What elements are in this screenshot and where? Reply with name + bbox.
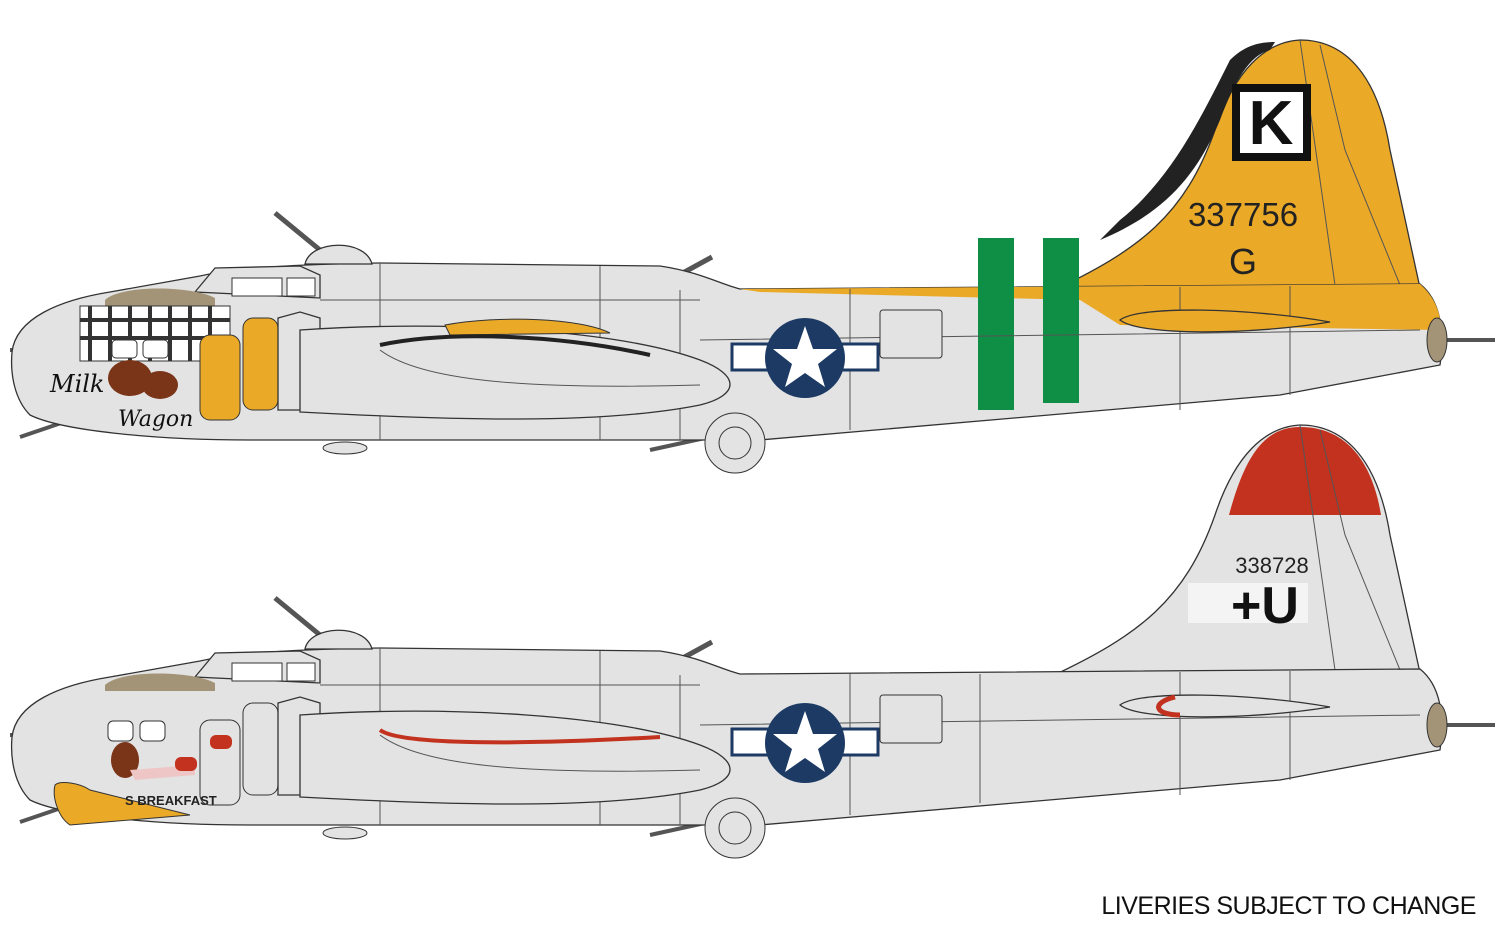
fuselage-band — [1043, 238, 1079, 403]
nose-art-text: Wagon — [118, 407, 193, 432]
national-insignia — [730, 318, 880, 398]
nose-art-text: Milk — [49, 370, 104, 398]
liveries-caption: LIVERIES SUBJECT TO CHANGE — [1101, 892, 1476, 920]
tail-serial: 337756 — [1188, 196, 1298, 233]
nose-art-text: S BREAKFAST — [125, 793, 217, 808]
nose-art-milk-wagon: Milk Wagon — [49, 360, 193, 432]
aircraft-bottom-breakfast: S BREAKFAST 338728 +U — [10, 424, 1495, 859]
tail-letter: K — [1249, 89, 1294, 158]
tail-code: +U — [1231, 577, 1299, 635]
tail-serial: 338728 — [1235, 553, 1308, 578]
national-insignia — [730, 703, 880, 783]
aircraft-top-milk-wagon: Milk Wagon K 337756 G — [10, 39, 1495, 474]
fuselage-band — [978, 238, 1014, 410]
tail-code: G — [1229, 241, 1257, 282]
nose-art-breakfast: S BREAKFAST — [111, 742, 217, 808]
